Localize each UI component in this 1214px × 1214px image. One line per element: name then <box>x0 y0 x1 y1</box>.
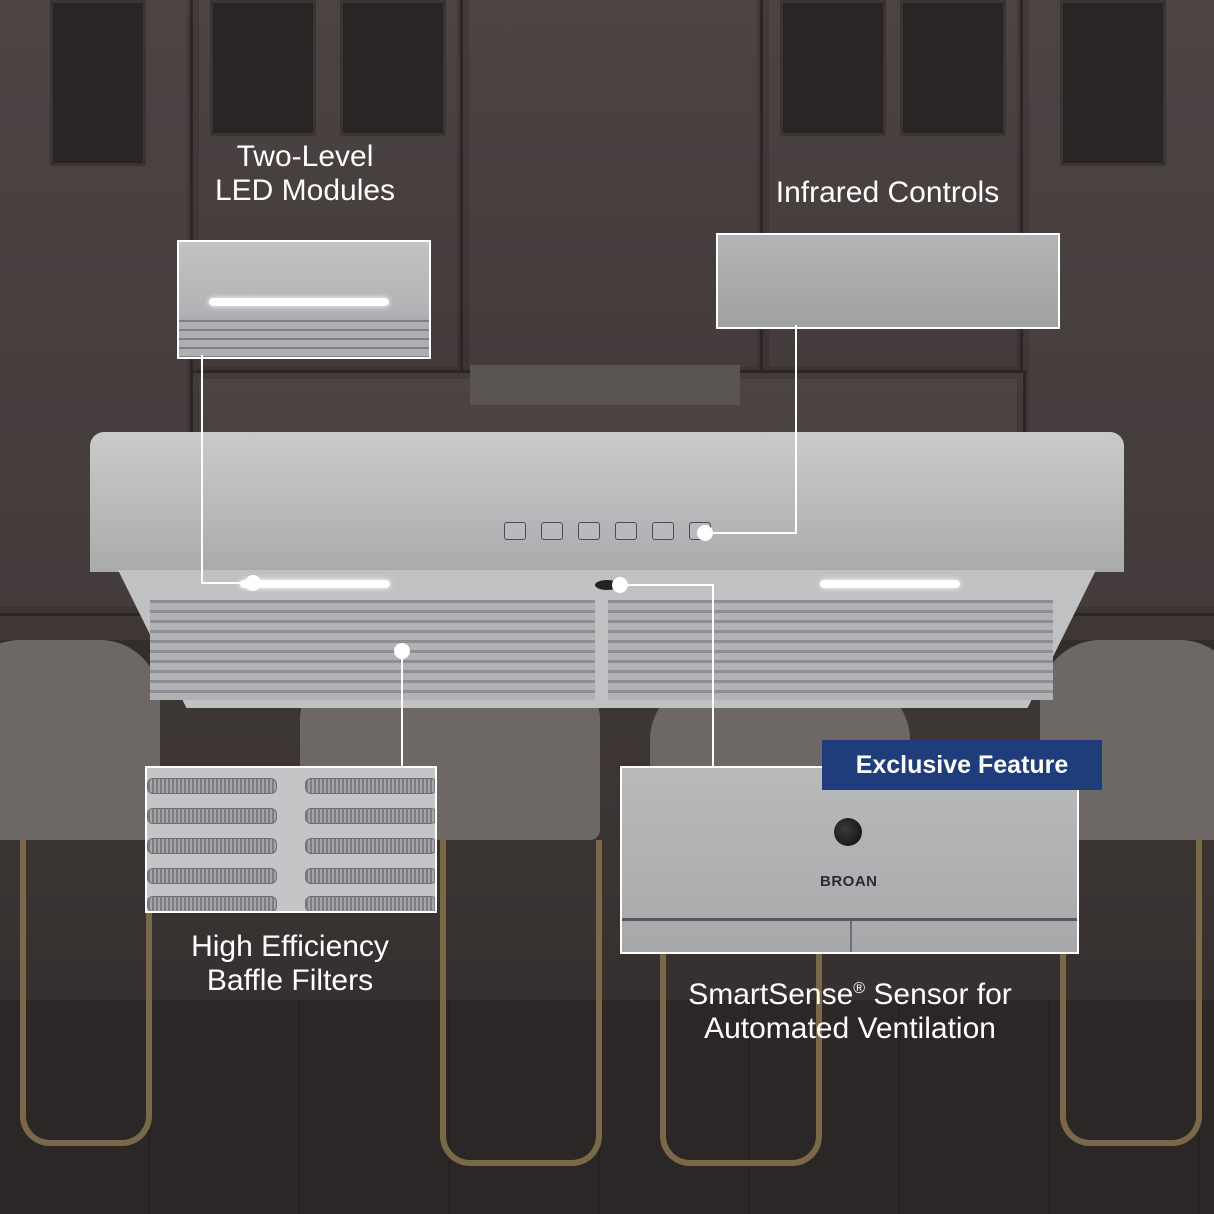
filter-row <box>305 808 435 824</box>
filters-label-line1: High Efficiency <box>191 930 389 963</box>
smartsense-callout <box>620 766 1079 954</box>
hood-light-icon[interactable] <box>615 522 637 540</box>
baffle-filters-label: High Efficiency Baffle Filters <box>150 930 430 998</box>
filter-row <box>305 896 435 911</box>
infrared-controls-callout: ⌒ ⌒ ✻ ⋀ A ⏻ <box>716 233 1060 329</box>
led-grille <box>179 320 429 357</box>
filter-row <box>147 778 277 794</box>
cabinet-glass <box>210 0 316 136</box>
led-connector-line <box>201 355 203 583</box>
stool-leg <box>1060 840 1202 1146</box>
cabinet-glass <box>900 0 1006 136</box>
baffle-filters-callout <box>145 766 437 913</box>
infrared-connector-line <box>705 532 797 534</box>
sensor-connector-line <box>620 584 714 586</box>
hood-fan-low-icon[interactable] <box>504 522 526 540</box>
floor <box>0 1000 1214 1214</box>
stool-leg <box>660 840 822 1166</box>
led-label-line2: LED Modules <box>214 174 396 207</box>
filter-row <box>305 838 435 854</box>
smartsense-name: SmartSense <box>688 978 854 1011</box>
filter-row <box>147 868 277 884</box>
filter-row <box>305 778 435 794</box>
cabinet-glass <box>1060 0 1166 166</box>
smartsense-label-line2: Automated Ventilation <box>704 1012 996 1045</box>
sensor-panel-seam <box>622 918 1077 921</box>
led-modules-callout <box>177 240 431 359</box>
stool-leg <box>440 840 602 1166</box>
smartsense-label-line1: SmartSense® Sensor for <box>650 972 1050 1012</box>
filter-row <box>147 808 277 824</box>
registered-mark: ® <box>853 980 866 997</box>
led-light-left <box>240 580 390 588</box>
hood-baffle-right <box>608 600 1053 700</box>
cabinet-glass <box>780 0 886 136</box>
infrared-connector-dot <box>697 525 713 541</box>
hood-fan-medium-icon[interactable] <box>541 522 563 540</box>
stool-leg <box>20 840 152 1146</box>
hood-sensor-icon <box>595 580 619 590</box>
led-light-icon <box>209 298 389 306</box>
cabinet-glass <box>50 0 146 166</box>
led-light-right <box>820 580 960 588</box>
sensor-icon <box>834 818 862 846</box>
infrared-connector-line <box>795 325 797 534</box>
exclusive-feature-badge: Exclusive Feature <box>822 740 1102 790</box>
sensor-panel-seam <box>850 921 852 952</box>
led-label-line1: Two-Level <box>236 140 374 173</box>
badge-label: Exclusive Feature <box>855 751 1069 779</box>
cabinet-glass <box>340 0 446 136</box>
infrared-controls-label: Infrared Controls <box>775 176 1000 209</box>
hood-baffle-left <box>150 600 595 700</box>
filter-row <box>147 896 277 911</box>
led-modules-label: Two-Level LED Modules <box>180 140 430 208</box>
smartsense-label: SmartSense® Sensor for Automated Ventila… <box>650 972 1050 1046</box>
cabinet-center <box>460 0 766 376</box>
background-hood <box>470 365 740 405</box>
filters-connector-line <box>401 651 403 767</box>
filter-row <box>305 868 435 884</box>
sensor-connector-line <box>712 584 714 767</box>
stool-left <box>0 640 160 840</box>
hood-fan-high-icon[interactable] <box>578 522 600 540</box>
filter-row <box>147 838 277 854</box>
filters-label-line2: Baffle Filters <box>206 964 374 997</box>
brand-logo: BROAN <box>820 873 878 890</box>
led-connector-dot <box>245 575 261 591</box>
hood-front-panel <box>90 432 1124 572</box>
smartsense-suffix: Sensor for <box>865 978 1012 1011</box>
led-connector-line <box>201 582 253 584</box>
hood-auto-mode-icon[interactable] <box>652 522 674 540</box>
